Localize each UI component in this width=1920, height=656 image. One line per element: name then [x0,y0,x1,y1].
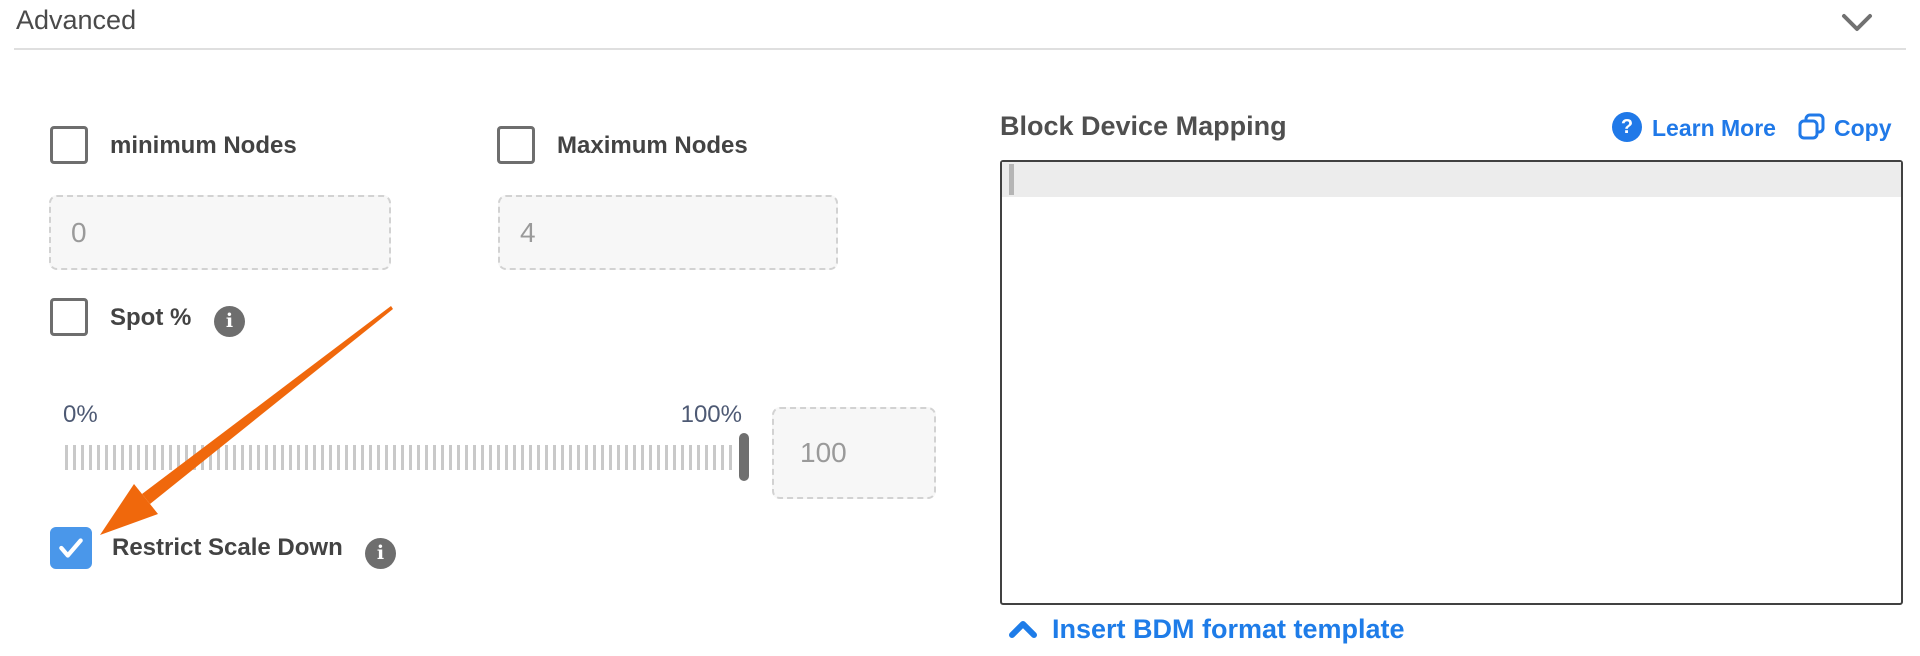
question-icon[interactable]: ? [1612,112,1642,142]
check-icon [59,538,83,558]
section-divider [14,48,1906,50]
copy-icon[interactable] [1796,111,1828,143]
max-nodes-input[interactable] [498,195,838,270]
max-nodes-checkbox[interactable] [497,126,535,164]
slider-handle[interactable] [739,433,749,481]
bdm-editor[interactable] [1000,160,1903,605]
copy-link[interactable]: Copy [1834,115,1892,141]
min-nodes-checkbox[interactable] [50,126,88,164]
editor-active-line [1002,162,1901,197]
slider-track[interactable] [65,445,737,470]
chevron-up-icon [1009,620,1037,638]
spot-percent-slider[interactable] [65,433,749,481]
section-title-advanced: Advanced [16,5,137,35]
info-icon[interactable]: i [365,538,396,569]
slider-max-label: 100% [680,401,742,428]
editor-cursor [1009,164,1014,195]
insert-bdm-template-label: Insert BDM format template [1052,614,1405,644]
restrict-scale-down-label: Restrict Scale Down [112,534,343,561]
info-glyph: i [376,542,385,564]
restrict-scale-down-checkbox[interactable] [50,527,92,569]
spot-percent-checkbox[interactable] [50,298,88,336]
bdm-title: Block Device Mapping [1000,111,1287,141]
info-icon[interactable]: i [214,306,245,337]
question-glyph: ? [1620,115,1634,138]
slider-min-label: 0% [63,401,98,428]
min-nodes-input[interactable] [49,195,391,270]
spot-percent-input[interactable] [772,407,936,499]
insert-bdm-template-link[interactable]: Insert BDM format template [1008,614,1405,645]
min-nodes-label: minimum Nodes [110,132,297,159]
info-glyph: i [225,310,234,332]
chevron-down-icon[interactable] [1838,10,1876,36]
max-nodes-label: Maximum Nodes [557,132,748,159]
learn-more-link[interactable]: Learn More [1652,115,1776,141]
spot-percent-label: Spot % [110,304,192,331]
